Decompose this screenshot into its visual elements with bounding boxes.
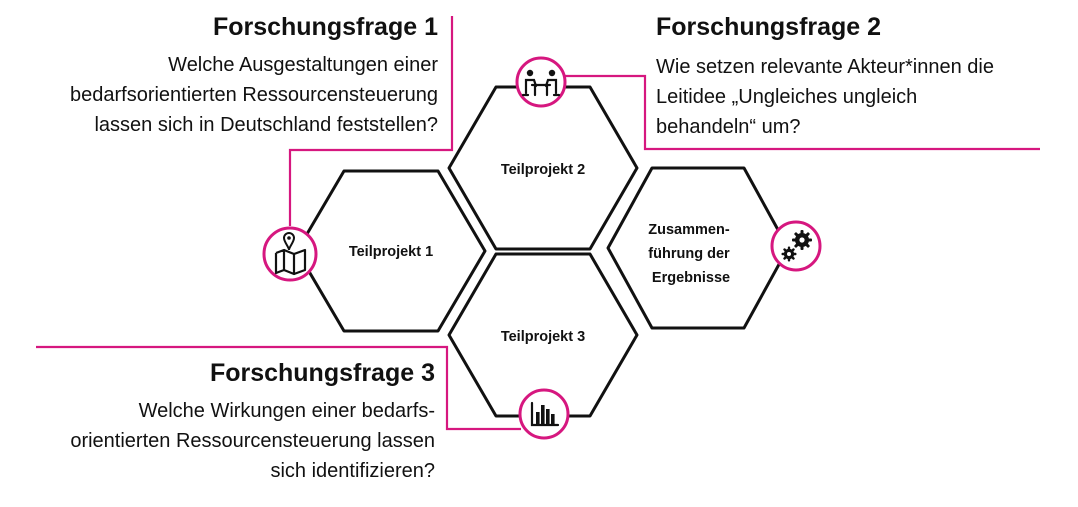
- research-question-3-title: Forschungsfrage 3: [209, 359, 435, 387]
- question-line: lassen sich in Deutschland feststellen?: [94, 114, 438, 136]
- connector-line-q1: [288, 16, 454, 226]
- hexagon-label-synthesis: Zusammen- führung der Ergebnisse: [648, 222, 733, 286]
- question-line: Wie setzen relevante Akteur*innen die: [656, 56, 994, 78]
- research-question-1-title: Forschungsfrage 1: [212, 13, 438, 41]
- hexagon-label-line: Ergebnisse: [652, 270, 730, 286]
- hexagon-label-teilprojekt-2: Teilprojekt 2: [501, 162, 585, 178]
- hexagon-synthesis: [606, 166, 790, 330]
- map-pin-icon: [262, 226, 318, 282]
- question-line: Leitidee „Ungleiches ungleich: [656, 86, 918, 108]
- research-question-3-text: Welche Wirkungen einer bedarfs- orientie…: [70, 396, 435, 486]
- gears-icon: [770, 220, 822, 272]
- hexagons: [295, 85, 790, 418]
- question-line: Welche Ausgestaltungen einer: [168, 54, 438, 76]
- research-question-2-text: Wie setzen relevante Akteur*innen die Le…: [656, 52, 994, 142]
- hexagon-label-line: Teilprojekt 1: [349, 244, 433, 260]
- meeting-table-icon: [515, 56, 567, 108]
- hexagon-label-line: Teilprojekt 2: [501, 162, 585, 178]
- bar-chart-icon: [518, 388, 570, 440]
- hexagon-label-line: Teilprojekt 3: [501, 329, 585, 345]
- hexagon-label-teilprojekt-1: Teilprojekt 1: [349, 244, 433, 260]
- question-line: sich identifizieren?: [270, 460, 435, 482]
- question-line: Welche Wirkungen einer bedarfs-: [138, 400, 435, 422]
- connector-lines: [36, 16, 1040, 431]
- hexagon-teilprojekt-2: [447, 85, 639, 251]
- hexagon-label-line: führung der: [648, 246, 730, 262]
- question-line: behandeln“ um?: [656, 116, 801, 138]
- connector-line-q2: [565, 74, 1040, 151]
- hexagon-teilprojekt-3: [447, 252, 639, 418]
- research-question-2-title: Forschungsfrage 2: [656, 13, 882, 41]
- hexagon-label-line: Zusammen-: [648, 222, 730, 238]
- hexagon-label-teilprojekt-3: Teilprojekt 3: [501, 329, 585, 345]
- question-line: bedarfsorientierten Ressourcensteuerung: [70, 84, 438, 106]
- research-question-1-text: Welche Ausgestaltungen einer bedarfsorie…: [70, 50, 438, 140]
- connector-line-q3: [36, 345, 521, 431]
- question-line: orientierten Ressourcensteuerung lassen: [70, 430, 435, 452]
